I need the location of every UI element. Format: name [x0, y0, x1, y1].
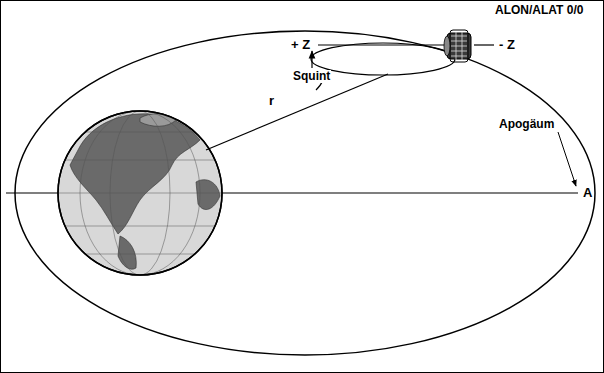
squint-arrow — [311, 51, 312, 68]
z-axis — [318, 44, 446, 45]
satellite-symbol — [444, 30, 471, 62]
minus-z-leader — [474, 44, 494, 45]
r-line — [206, 74, 388, 150]
beam-ellipse — [311, 43, 455, 75]
axis-label: - Z — [498, 38, 516, 52]
apogee-label: Apogäum — [498, 118, 555, 131]
orbit-ellipse — [15, 31, 595, 355]
coordinate-label: ALON/ALAT 0/0 — [494, 4, 584, 17]
axis-label: + Z — [290, 38, 311, 52]
apogee-leader — [558, 132, 576, 186]
point-label: A — [582, 186, 593, 200]
angle-label: Squint — [292, 70, 331, 83]
radius-label: r — [268, 94, 275, 108]
earth-globe — [58, 111, 222, 275]
